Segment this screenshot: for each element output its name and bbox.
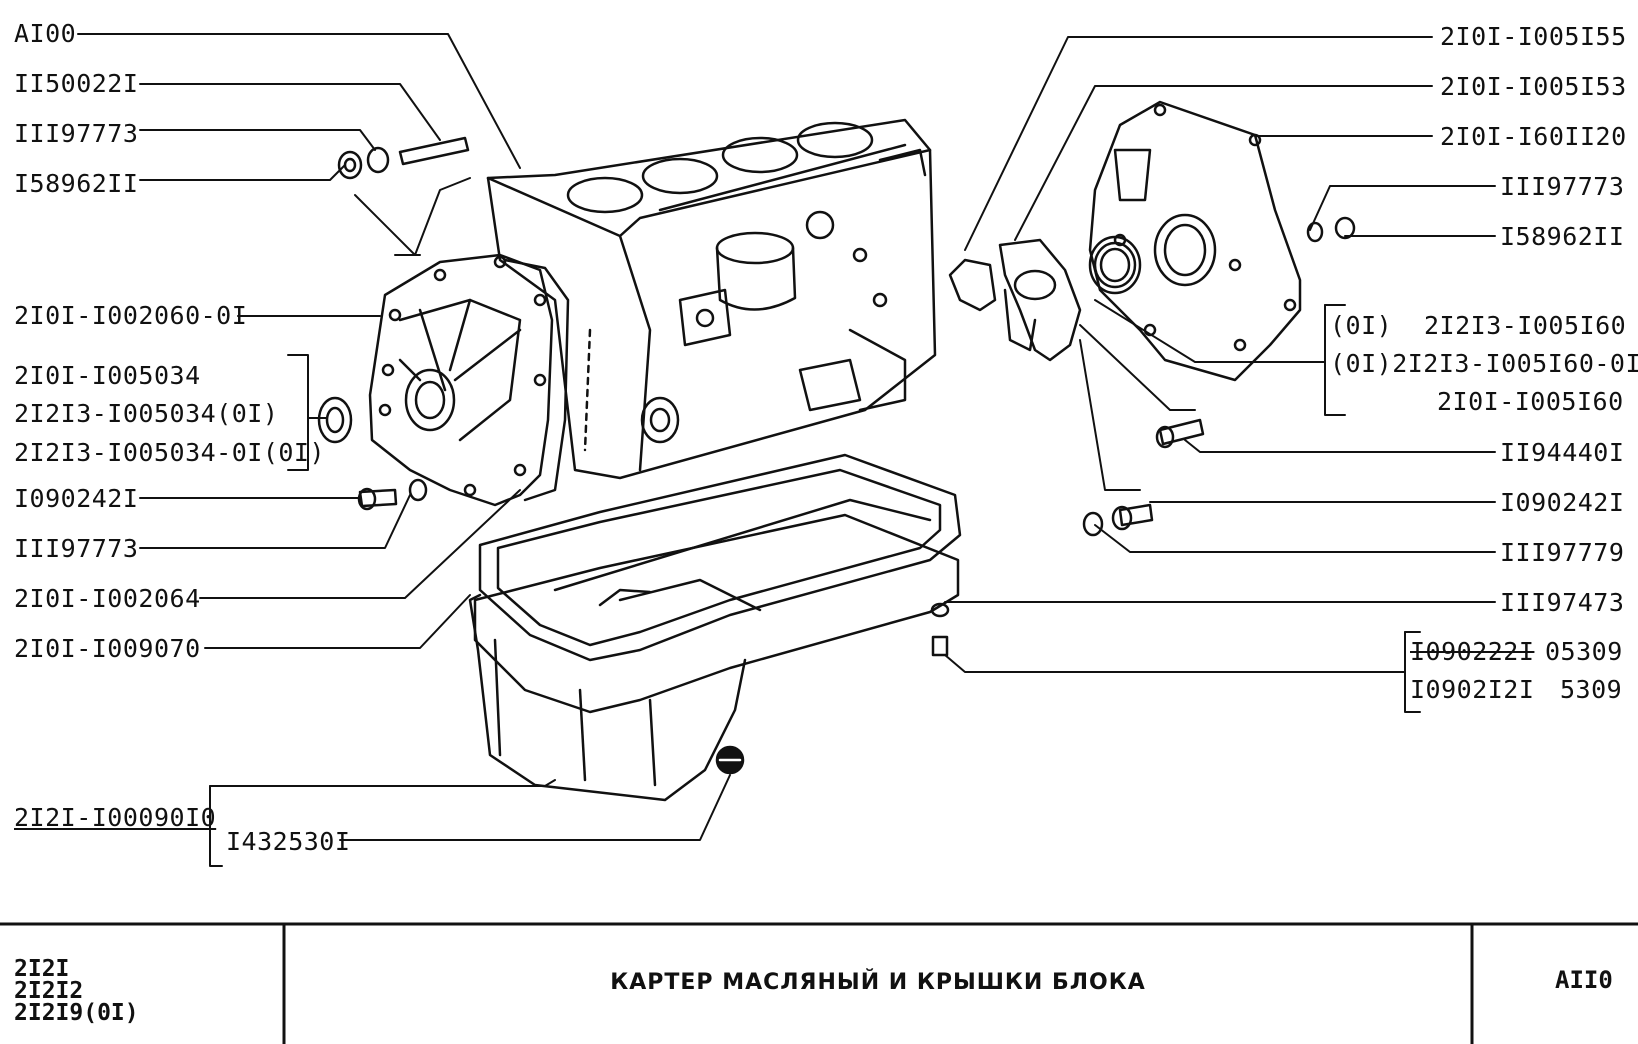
model-list: 2I2I 2I2I2 2I2I9(0I) [14,956,139,1026]
label-i090222i: I090222I [1410,637,1535,666]
label-i0902i2i: I0902I2I [1410,675,1535,704]
label-2i0i-i005i60: 2I0I-I005I60 [1437,387,1624,416]
drawing-title: КАРТЕР МАСЛЯНЫЙ И КРЫШКИ БЛОКА [610,970,1146,995]
label-2i0i-i009070: 2I0I-I009070 [14,634,201,663]
left-fasteners [317,136,470,511]
label-2i2i-i00090i0: 2I2I-I00090I0 [14,803,217,832]
label-i432530i: I432530I [226,827,351,856]
label-iii97773-bottom: III97773 [14,534,139,563]
label-2i0i-i60ii20: 2I0I-I60II20 [1440,122,1627,151]
label-i58962ii-right: I58962II [1500,222,1625,251]
label-2i0i-i005i53: 2I0I-I005I53 [1440,72,1627,101]
front-cover [368,253,570,507]
label-iii97773-top: III97773 [14,119,139,148]
drawing-code: AII0 [1555,966,1613,994]
label-5309: 5309 [1560,675,1623,704]
label-i090242i-left: I090242I [14,484,139,513]
label-05309: 05309 [1545,637,1623,666]
oil-pan [468,453,962,802]
rear-cover [930,100,1356,657]
label-ai00: AI00 [14,19,77,48]
label-0i-prefix: (0I) [1330,311,1393,340]
model-item: 2I2I9(0I) [14,1000,139,1026]
model-item: 2I2I2 [14,978,84,1004]
label-2i0i-i005i55: 2I0I-I005I55 [1440,22,1627,51]
label-iii97779: III97779 [1500,538,1625,567]
label-2i2i3-i005034-0i: 2I2I3-I005034(0I) [14,399,279,428]
label-i090242i-right: I090242I [1500,488,1625,517]
label-iii97473: III97473 [1500,588,1625,617]
label-2i2i3-i005034-0i-0i: 2I2I3-I005034-0I(0I) [14,438,326,467]
label-0i-2i2i3-i005i60-0i: (0I)2I2I3-I005I60-0I [1330,349,1638,378]
label-2i2i3-i005i60: 2I2I3-I005I60 [1424,311,1627,340]
label-ii94440i: II94440I [1500,438,1625,467]
model-item: 2I2I [14,956,70,982]
label-i58962ii: I58962II [14,169,139,198]
label-ii500221: II50022I [14,69,139,98]
title-block-frame [0,922,1638,1044]
label-2i0i-i002064: 2I0I-I002064 [14,584,201,613]
leader-lines-right [944,36,1496,713]
label-iii97773-right: III97773 [1500,172,1625,201]
engine-block [486,118,937,480]
label-2i0i-i005034: 2I0I-I005034 [14,361,201,390]
label-2i0i-i002060-0i: 2I0I-I002060-0I [14,301,248,330]
